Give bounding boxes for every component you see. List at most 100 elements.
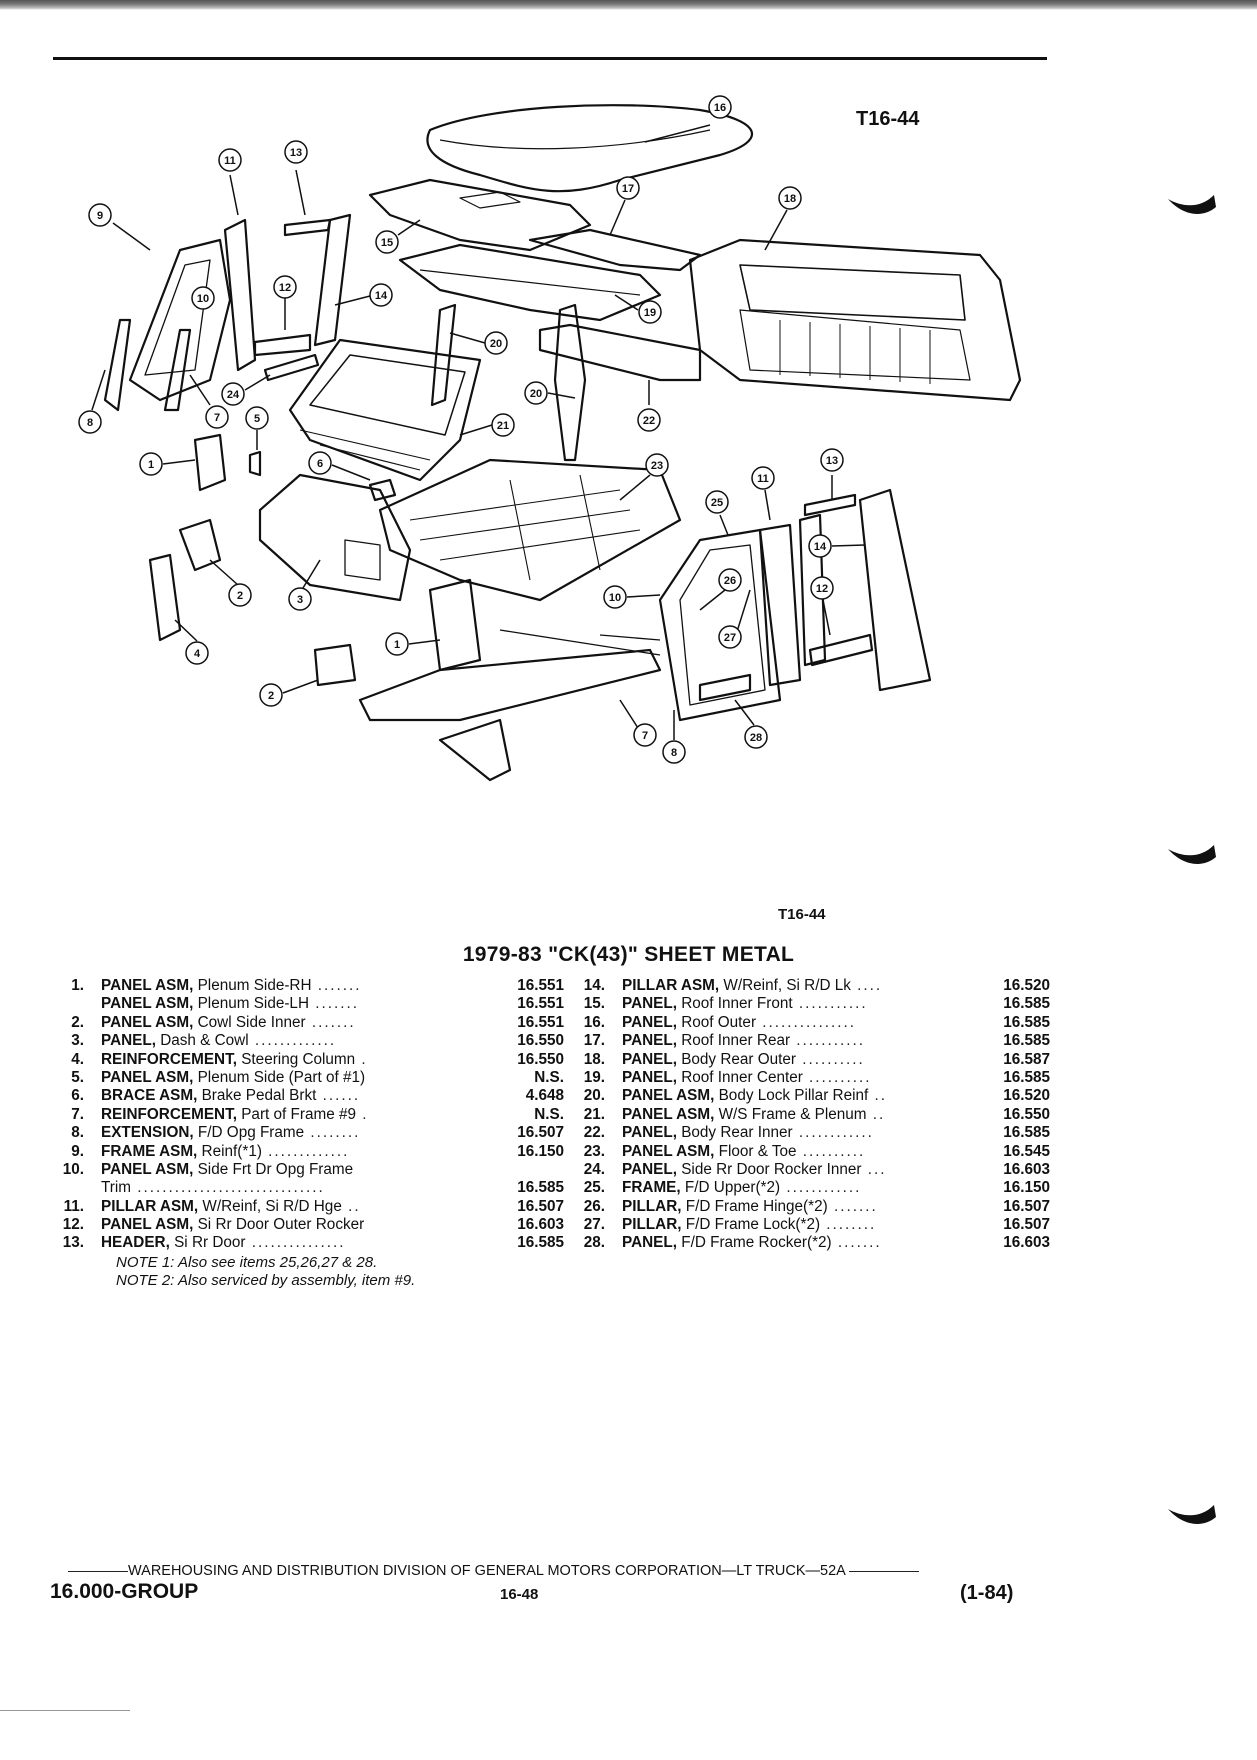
leader-dots: ....... [831,1234,882,1252]
part-name: PILLAR, F/D Frame Lock(*2) ........ [622,1216,982,1234]
part-description: W/Reinf, Si R/D Hge [198,1197,342,1215]
part-label: PANEL, [622,1160,677,1178]
part-label: PANEL, [622,1050,677,1068]
callout-text: 23 [651,460,663,472]
part-name: PANEL, Roof Inner Center .......... [622,1069,982,1087]
callout-11 [218,148,242,216]
part-description: F/D Frame Lock(*2) [681,1216,821,1234]
section-code: 16.507 [1003,1216,1050,1234]
callout-7 [189,374,229,429]
part-description: Side Rr Door Rocker Inner [676,1160,862,1178]
binder-hole-mark [1168,195,1216,214]
callout-2b [259,679,319,707]
part-name: PILLAR ASM, W/Reinf, Si R/D Lk .... [622,977,982,995]
callout-7b [619,699,657,747]
part-label: PANEL ASM, [101,1013,194,1031]
part-description: Part of Frame #9 [236,1105,357,1123]
lower-frame-rails [358,648,662,722]
part-number: 3. [71,1032,84,1050]
part-number: 19. [583,1068,605,1086]
callout-text: 2 [237,590,243,602]
callout-text: 8 [671,747,677,759]
leader-dots: ....... [311,977,362,994]
part-number: 4. [71,1050,84,1068]
part-number: 14. [583,977,605,994]
leader-dots: .............................. [131,1179,325,1197]
part-label: PANEL, [622,1068,677,1086]
part-row: 19.PANEL, Roof Inner Center ..........16… [565,1069,1050,1087]
part-description: Roof Inner Front [676,995,793,1013]
part-description: Trim [101,1179,132,1197]
part-number: 18. [583,1050,605,1068]
callout-1b [385,632,441,656]
callout-20a [449,331,508,355]
part-label: PANEL ASM, [101,1068,194,1086]
part-name: PANEL ASM, Floor & Toe .......... [622,1143,982,1161]
part-row: 22.PANEL, Body Rear Inner ............16… [565,1124,1050,1142]
part-number: 12. [62,1216,84,1234]
part-row: 28.PANEL, F/D Frame Rocker(*2) .......16… [565,1234,1050,1252]
callout-text: 28 [750,732,762,744]
part-name: PANEL, Roof Inner Rear ........... [622,1032,982,1050]
callout-text: 22 [643,415,655,427]
roof-outer-panel [426,104,754,193]
part-row: 8.EXTENSION, F/D Opg Frame ........16.50… [44,1124,564,1142]
part-name: BRACE ASM, Brake Pedal Brkt ...... [101,1087,476,1105]
section-code: 16.551 [517,995,564,1013]
callout-14b [808,534,866,558]
floor-toe-panel [378,458,682,602]
part-number: 24. [583,1160,605,1178]
part-label: PANEL, [622,1013,677,1031]
section-code: 16.520 [1003,1087,1050,1105]
callout-18 [764,186,802,251]
part-label: FRAME ASM, [101,1142,198,1160]
part-description: Steering Column [236,1050,356,1068]
plenum-side-lower [428,578,482,672]
callout-text: 27 [724,632,736,644]
part-row: 13.HEADER, Si Rr Door ...............16.… [44,1234,564,1252]
part-label: PANEL ASM, [622,1142,715,1160]
callout-21 [459,413,515,437]
part-description: Dash & Cowl [155,1032,249,1050]
callout-text: 5 [254,413,260,425]
cowl-side-inner [178,518,222,572]
callout-text: 16 [714,102,726,114]
part-label: HEADER, [101,1234,170,1252]
callout-8 [78,369,106,434]
part-number: 23. [583,1142,605,1160]
part-name: PANEL, Body Rear Outer .......... [622,1051,982,1069]
callout-20b [524,381,576,405]
part-number: 5. [71,1068,84,1086]
roof-inner-front-panel [368,178,592,252]
plenum-side-panel [193,433,227,492]
section-code: N.S. [534,1068,564,1086]
leader-dots: .......... [796,1050,865,1068]
callout-markers [78,95,866,764]
part-description: Body Rear Outer [676,1050,796,1068]
section-code: 16.507 [517,1124,564,1142]
section-code: 16.507 [517,1197,564,1215]
part-number: 13. [62,1234,84,1252]
part-description: W/S Frame & Plenum [714,1105,867,1123]
footer-dash-left [68,1570,128,1572]
roof-inner-rear-panel [528,228,702,272]
part-number: 21. [583,1105,605,1123]
callout-28 [734,699,768,749]
part-row: 26.PILLAR, F/D Frame Hinge(*2) .......16… [565,1198,1050,1216]
part-number: 10. [62,1160,84,1178]
part-label: REINFORCEMENT, [101,1105,237,1123]
part-row: 27.PILLAR, F/D Frame Lock(*2) ........16… [565,1216,1050,1234]
part-description: F/D Upper(*2) [680,1179,781,1197]
part-label: PILLAR ASM, [622,977,720,994]
leader-dots: . [356,1105,369,1123]
part-row: 16.PANEL, Roof Outer ...............16.5… [565,1014,1050,1032]
leader-dots: ............... [245,1234,346,1252]
callout-text: 8 [87,417,93,429]
lock-pillar-left [313,213,352,347]
callout-13b [820,448,844,500]
part-row: 4.REINFORCEMENT, Steering Column .16.550 [44,1050,564,1069]
parts-list-left: 1.PANEL ASM, Plenum Side-RH .......16.55… [44,977,564,1253]
callout-text: 7 [214,412,220,424]
part-name: PANEL ASM, Plenum Side-RH ....... [101,977,476,995]
part-description: F/D Frame Hinge(*2) [681,1197,828,1215]
